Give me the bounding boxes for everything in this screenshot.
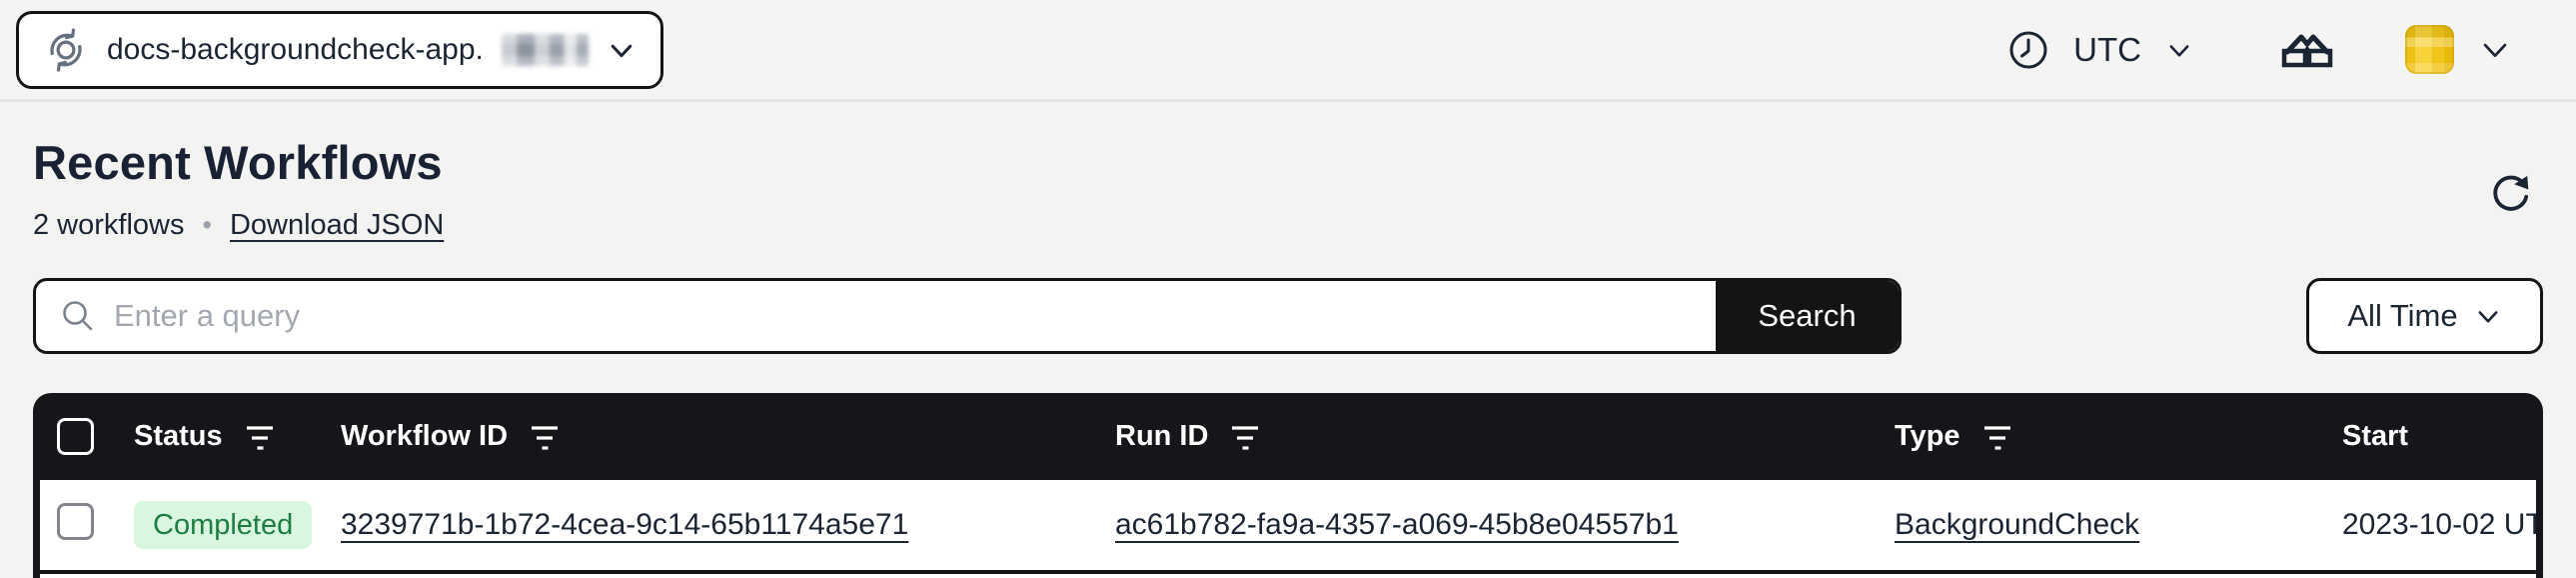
search-icon [36, 298, 114, 334]
select-all-checkbox[interactable] [57, 418, 94, 455]
search-bar: Search [33, 278, 1902, 354]
account-menu[interactable] [2405, 25, 2512, 74]
filter-row: Search All Time [33, 278, 2543, 354]
column-header-type: Type [1895, 420, 1960, 452]
filter-icon[interactable] [1982, 421, 2012, 453]
workflow-id-link[interactable]: 3239771b-1b72-4cea-9c14-65b1174a5e71 [341, 508, 909, 541]
workflows-table: Status Workflow ID [33, 393, 2543, 578]
clock-icon [2007, 29, 2049, 71]
chevron-down-icon [607, 35, 637, 65]
search-button[interactable]: Search [1716, 281, 1899, 351]
row-checkbox[interactable] [57, 502, 94, 540]
filter-icon[interactable] [245, 421, 275, 453]
search-input[interactable] [114, 281, 1716, 351]
refresh-button[interactable] [2487, 167, 2533, 213]
meta-separator: • [202, 209, 212, 240]
namespace-redacted-suffix [501, 33, 589, 66]
column-header-start: Start [2342, 420, 2409, 452]
glasses-icon [2279, 28, 2335, 72]
time-filter-label: All Time [2347, 298, 2458, 333]
labs-glasses-toggle[interactable] [2279, 28, 2335, 72]
filter-icon[interactable] [1230, 421, 1260, 453]
timezone-selector[interactable]: UTC [2007, 29, 2193, 71]
page-title: Recent Workflows [33, 136, 443, 189]
workflow-type-link[interactable]: BackgroundCheck [1895, 508, 2140, 541]
download-json-link[interactable]: Download JSON [229, 208, 445, 241]
workflow-count: 2 workflows [33, 208, 185, 241]
topbar-right: UTC [2007, 25, 2512, 74]
namespace-selector[interactable]: docs-backgroundcheck-app. [16, 10, 663, 89]
refresh-icon [2487, 167, 2533, 213]
timezone-label: UTC [2073, 30, 2141, 68]
table-header-row: Status Workflow ID [40, 393, 2536, 480]
page-header: Recent Workflows [33, 135, 2543, 211]
main-content: Recent Workflows 2 workflows • Download … [0, 135, 2576, 578]
chevron-down-icon [2165, 36, 2193, 64]
meta-row: 2 workflows • Download JSON [33, 207, 2543, 243]
filter-icon[interactable] [530, 421, 560, 453]
namespace-icon [43, 27, 89, 73]
chevron-down-icon [2474, 302, 2502, 330]
time-filter-select[interactable]: All Time [2306, 278, 2543, 354]
topbar: docs-backgroundcheck-app. UTC [0, 0, 2576, 102]
namespace-label: docs-backgroundcheck-app. [107, 32, 484, 66]
table-row[interactable]: Completed 3239771b-1b72-4cea-9c14-65b117… [40, 480, 2536, 570]
column-header-workflow-id: Workflow ID [341, 420, 509, 452]
start-time: 2023-10-02 UT [2342, 508, 2536, 541]
column-header-status: Status [134, 420, 223, 452]
status-badge: Completed [134, 501, 313, 549]
user-avatar [2405, 25, 2454, 74]
table-row-partial [40, 574, 2536, 578]
column-header-run-id: Run ID [1115, 420, 1209, 452]
run-id-link[interactable]: ac61b782-fa9a-4357-a069-45b8e04557b1 [1115, 508, 1679, 541]
chevron-down-icon [2478, 33, 2512, 67]
